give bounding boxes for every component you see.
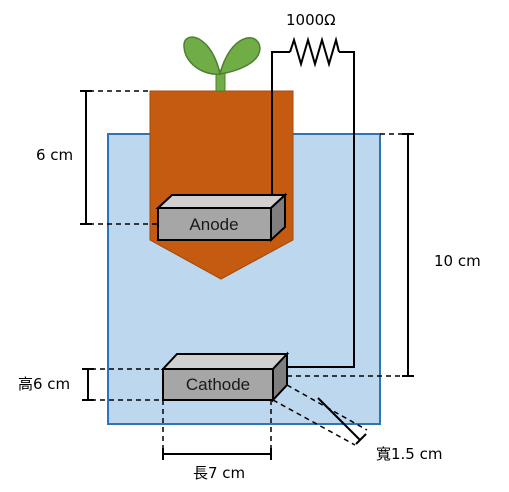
cathode-electrode: Cathode <box>160 351 290 403</box>
plant-sprout-icon <box>183 36 261 92</box>
resistor-icon <box>289 36 340 68</box>
circuit-wire <box>271 51 355 368</box>
resistor-label: 1000Ω <box>286 11 336 29</box>
anode-depth-dimension <box>80 90 158 225</box>
anode-depth-label: 6 cm <box>36 146 73 164</box>
cathode-length-label: 長7 cm <box>193 464 245 482</box>
cathode-height-label: 高6 cm <box>18 375 70 393</box>
cathode-height-dimension <box>82 368 163 401</box>
cathode-length-dimension <box>162 400 272 460</box>
cathode-width-dimension <box>272 384 368 446</box>
water-height-label: 10 cm <box>434 252 481 270</box>
cathode-width-label: 寬1.5 cm <box>376 445 442 463</box>
cathode-label: Cathode <box>186 375 250 394</box>
anode-electrode: Anode <box>155 192 288 243</box>
water-height-dimension <box>287 133 414 377</box>
anode-label: Anode <box>189 215 238 234</box>
